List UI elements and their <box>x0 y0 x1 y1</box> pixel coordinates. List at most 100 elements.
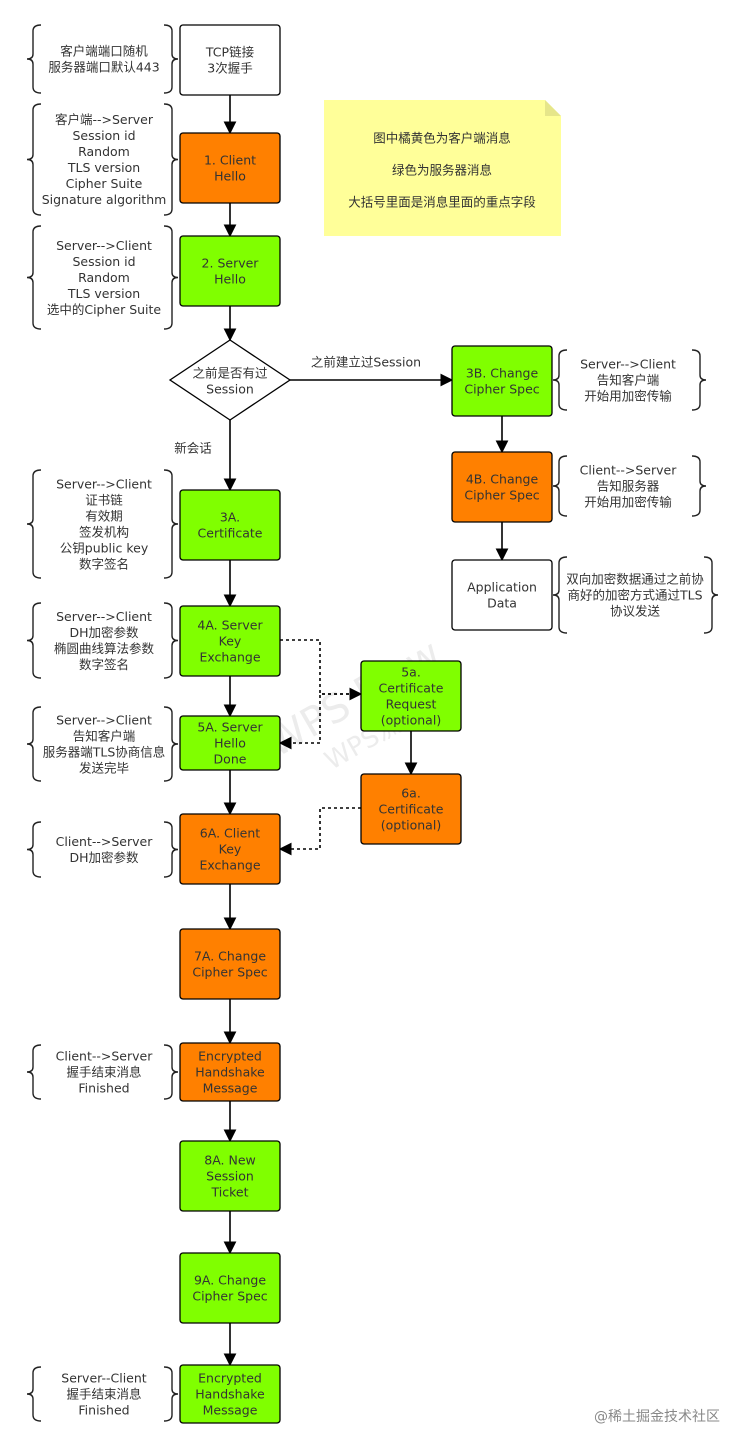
box-change-cipher-7a-shape <box>179 928 281 1000</box>
legend-note-fold <box>545 100 561 116</box>
box-cert-request-shape <box>360 660 462 732</box>
legend-line: 图中橘黄色为客户端消息 <box>373 131 511 146</box>
box-change-cipher-7a-label: Cipher Spec <box>192 965 267 980</box>
annotation-brace-left <box>26 1366 42 1422</box>
box-server-hello-label: Hello <box>214 272 246 287</box>
annotation-encrypted-hs-client-line: 握手结束消息 <box>66 1065 141 1080</box>
annotation-server-hello-done-line: 告知客户端 <box>73 729 136 744</box>
annotation-server-key-exchange-line: DH加密参数 <box>69 625 139 640</box>
box-client-hello-shape <box>179 132 281 204</box>
annotation-tcp-line: 客户端端口随机 <box>60 44 148 59</box>
box-change-cipher-4b-shape <box>451 451 553 523</box>
optional-flow-arrow <box>278 693 361 750</box>
annotation-encrypted-hs-client-line: Client-->Server <box>56 1049 154 1064</box>
annotation-server-hello-done-line: 发送完毕 <box>79 761 129 776</box>
annotation-brace-left <box>552 455 568 517</box>
box-encrypted-hs-server-label: Handshake <box>195 1387 265 1402</box>
annotation-client-key-exchange-line: DH加密参数 <box>69 850 139 865</box>
box-cert-request-label: Request <box>386 697 437 712</box>
box-app-data-shape <box>451 559 553 631</box>
annotation-brace-right <box>163 706 179 782</box>
box-cert-optional: 6a.Certificate(optional) <box>360 773 462 845</box>
box-cert-request-label: Certificate <box>379 681 444 696</box>
box-encrypted-hs-server-shape <box>179 1364 281 1424</box>
annotation-brace-left <box>26 602 42 679</box>
box-certificate-3a-label: Certificate <box>198 526 263 541</box>
annotation-certificate-3a-line: 签发机构 <box>79 525 129 540</box>
box-cert-optional-label: Certificate <box>379 802 444 817</box>
box-encrypted-hs-server-label: Message <box>203 1403 258 1418</box>
box-change-cipher-9a-label: 9A. Change <box>194 1273 266 1288</box>
box-server-key-exchange-label: 4A. Server <box>197 618 263 633</box>
annotation-encrypted-hs-server-line: 握手结束消息 <box>66 1387 141 1402</box>
annotation-encrypted-hs-client-line: Finished <box>78 1081 129 1096</box>
annotation-brace-right <box>163 103 179 216</box>
legend-note-body <box>324 100 561 236</box>
box-change-cipher-7a-label: 7A. Change <box>194 949 266 964</box>
box-server-hello-label: 2. Server <box>202 256 260 271</box>
box-server-key-exchange-shape <box>179 605 281 677</box>
annotation-server-key-exchange-line: 数字签名 <box>79 657 129 672</box>
annotation-brace-left <box>552 556 568 634</box>
box-tcp-shape <box>179 24 281 96</box>
edge-label-new-session: 新会话 <box>174 441 212 456</box>
annotation-certificate-3a-line: 有效期 <box>85 509 123 524</box>
box-encrypted-hs-server-label: Encrypted <box>198 1371 262 1386</box>
annotation-client-key-exchange-line: Client-->Server <box>56 834 154 849</box>
annotation-brace-left <box>26 706 42 782</box>
box-session-ticket-label: Session <box>206 1169 254 1184</box>
annotation-brace-left <box>26 103 42 216</box>
box-client-hello-label: 1. Client <box>204 153 256 168</box>
annotation-client-hello-line: Session id <box>72 128 135 143</box>
box-encrypted-hs-client-label: Message <box>203 1081 258 1096</box>
annotation-brace-right <box>163 225 179 330</box>
annotation-change-cipher-4b-line: Client-->Server <box>580 463 678 478</box>
box-change-cipher-3b-shape <box>451 345 553 417</box>
annotation-encrypted-hs-server-line: Finished <box>78 1403 129 1418</box>
annotation-server-hello-line: TLS version <box>67 286 140 301</box>
box-encrypted-hs-client-label: Handshake <box>195 1065 265 1080</box>
box-cert-optional-label: (optional) <box>381 818 441 833</box>
annotation-app-data-line: 商好的加密方式通过TLS <box>567 588 702 603</box>
box-app-data-label: Data <box>487 596 517 611</box>
annotation-tcp-line: 服务器端口默认443 <box>48 60 159 75</box>
annotation-client-hello-line: Random <box>78 144 130 159</box>
annotation-client-hello-line: TLS version <box>67 160 140 175</box>
legend-line: 绿色为服务器消息 <box>392 163 492 178</box>
annotation-server-hello-line: Random <box>78 270 130 285</box>
box-session-ticket-label: Ticket <box>211 1185 249 1200</box>
box-encrypted-hs-client-label: Encrypted <box>198 1049 262 1064</box>
box-change-cipher-3b-label: 3B. Change <box>466 366 539 381</box>
annotation-server-hello-done-line: Server-->Client <box>56 713 152 728</box>
decision-label: 之前是否有过 <box>192 366 268 381</box>
edge-label-resumed: 之前建立过Session <box>311 355 421 370</box>
annotation-brace-right <box>163 1366 179 1422</box>
box-tcp-label: 3次握手 <box>207 61 252 76</box>
annotation-brace-left <box>26 24 42 94</box>
annotation-brace-left <box>26 821 42 878</box>
annotation-brace-right <box>163 469 179 579</box>
annotation-brace-right <box>163 821 179 878</box>
box-server-key-exchange-label: Exchange <box>199 650 260 665</box>
edge-labels: 之前建立过Session 新会话 <box>174 355 421 456</box>
box-certificate-3a-label: 3A. <box>220 510 240 525</box>
